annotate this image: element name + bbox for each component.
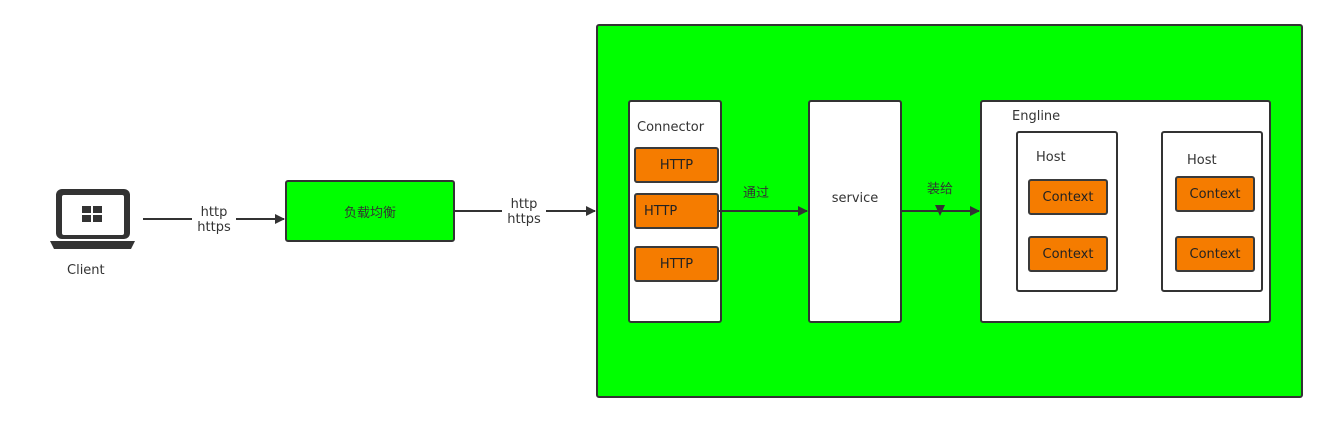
service-label: service (831, 191, 879, 206)
client-label: Client (67, 263, 105, 278)
arrow-service-to-engine-midmark (935, 205, 945, 216)
load-balancer-node: 负载均衡 (285, 180, 455, 242)
client-node: Client (45, 185, 140, 285)
edge-label-line: https (197, 220, 231, 235)
edge-label-lb-server: http https (502, 197, 546, 227)
host-title: Host (1036, 150, 1066, 165)
context-item: Context (1175, 236, 1255, 272)
edge-label-line: http (510, 197, 538, 212)
edge-label-service-engine: 装给 (926, 182, 953, 197)
edge-label-connector-service: 通过 (742, 186, 769, 201)
load-balancer-label: 负载均衡 (343, 205, 396, 221)
context-item: Context (1028, 236, 1108, 272)
edge-label-line: https (507, 212, 541, 227)
connector-item: HTTP (634, 246, 719, 282)
connector-item: HTTP (634, 193, 719, 229)
engine-title: Engline (1012, 109, 1061, 124)
laptop-icon (50, 189, 135, 249)
host-title: Host (1187, 153, 1217, 168)
connector-item: HTTP (634, 147, 719, 183)
context-item: Context (1028, 179, 1108, 215)
connector-title: Connector (637, 120, 705, 135)
edge-label-client-lb: http https (192, 205, 236, 235)
context-item: Context (1175, 176, 1255, 212)
edge-label-line: http (200, 205, 228, 220)
service-node: service (808, 100, 902, 323)
